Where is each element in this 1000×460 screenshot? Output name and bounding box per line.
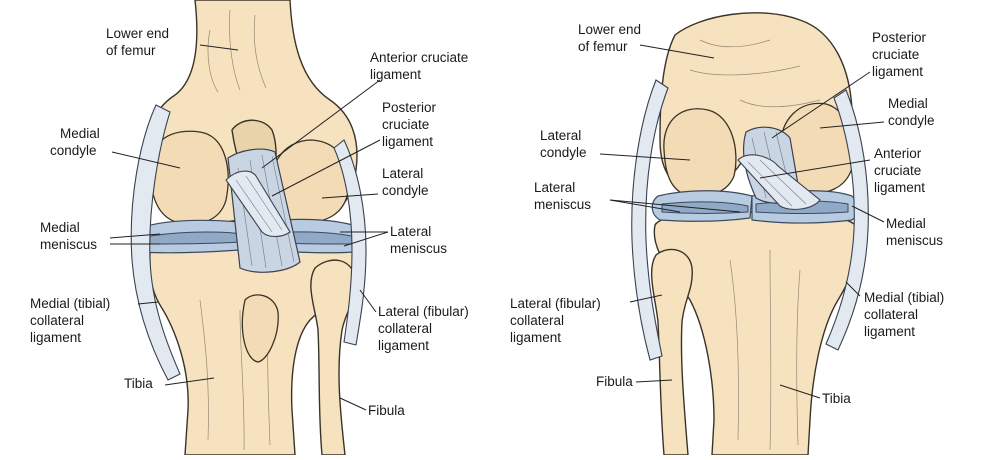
left-medial-condyle xyxy=(148,130,229,225)
label-lcl-right: Lateral (fibular) collateral ligament xyxy=(510,296,605,345)
label-lcl-left: Lateral (fibular) collateral ligament xyxy=(378,304,473,353)
left-anterior-cruciate-ligament xyxy=(225,170,291,238)
label-medial-condyle-left: Medial condyle xyxy=(50,126,104,158)
label-acl-left: Anterior cruciate ligament xyxy=(370,50,472,82)
label-mcl-right: Medial (tibial) collateral ligament xyxy=(864,290,948,339)
label-fibula-right: Fibula xyxy=(596,374,633,389)
left-labels: Lower end of femur Anterior cruciate lig… xyxy=(30,26,473,418)
right-anterior-cruciate-ligament xyxy=(737,154,821,210)
right-fibula xyxy=(650,248,693,456)
left-lateral-collateral-ligament xyxy=(333,139,367,346)
left-knee-illustration xyxy=(130,0,367,456)
label-fibula-left: Fibula xyxy=(368,403,405,418)
label-medial-meniscus-right: Medial meniscus xyxy=(886,216,943,248)
label-tibia-right: Tibia xyxy=(822,391,851,406)
left-leader-lines xyxy=(109,44,389,411)
label-lateral-meniscus-right: Lateral meniscus xyxy=(534,180,591,212)
label-tibia-left: Tibia xyxy=(124,376,153,391)
label-lower-end-femur-right: Lower end of femur xyxy=(578,22,645,54)
right-leader-lines xyxy=(599,44,885,399)
right-lateral-condyle xyxy=(663,108,737,197)
label-lateral-condyle-right: Lateral condyle xyxy=(540,128,587,160)
right-lateral-collateral-ligament xyxy=(631,79,669,361)
left-medial-collateral-ligament xyxy=(130,104,181,381)
left-fibula xyxy=(310,259,357,456)
label-acl-right: Anterior cruciate ligament xyxy=(874,146,925,195)
label-lower-end-femur-left: Lower end of femur xyxy=(106,26,173,58)
label-medial-meniscus-left: Medial meniscus xyxy=(40,220,97,252)
label-pcl-right: Posterior cruciate ligament xyxy=(872,30,930,79)
label-pcl-left: Posterior cruciate ligament xyxy=(382,100,440,149)
label-medial-condyle-right: Medial condyle xyxy=(888,96,935,128)
right-medial-collateral-ligament xyxy=(825,89,869,351)
right-knee-illustration xyxy=(631,12,869,456)
label-lateral-meniscus-left: Lateral meniscus xyxy=(390,224,447,256)
right-labels: Lower end of femur Posterior cruciate li… xyxy=(510,22,948,406)
label-lateral-condyle-left: Lateral condyle xyxy=(382,166,429,198)
label-mcl-left: Medial (tibial) collateral ligament xyxy=(30,296,114,345)
